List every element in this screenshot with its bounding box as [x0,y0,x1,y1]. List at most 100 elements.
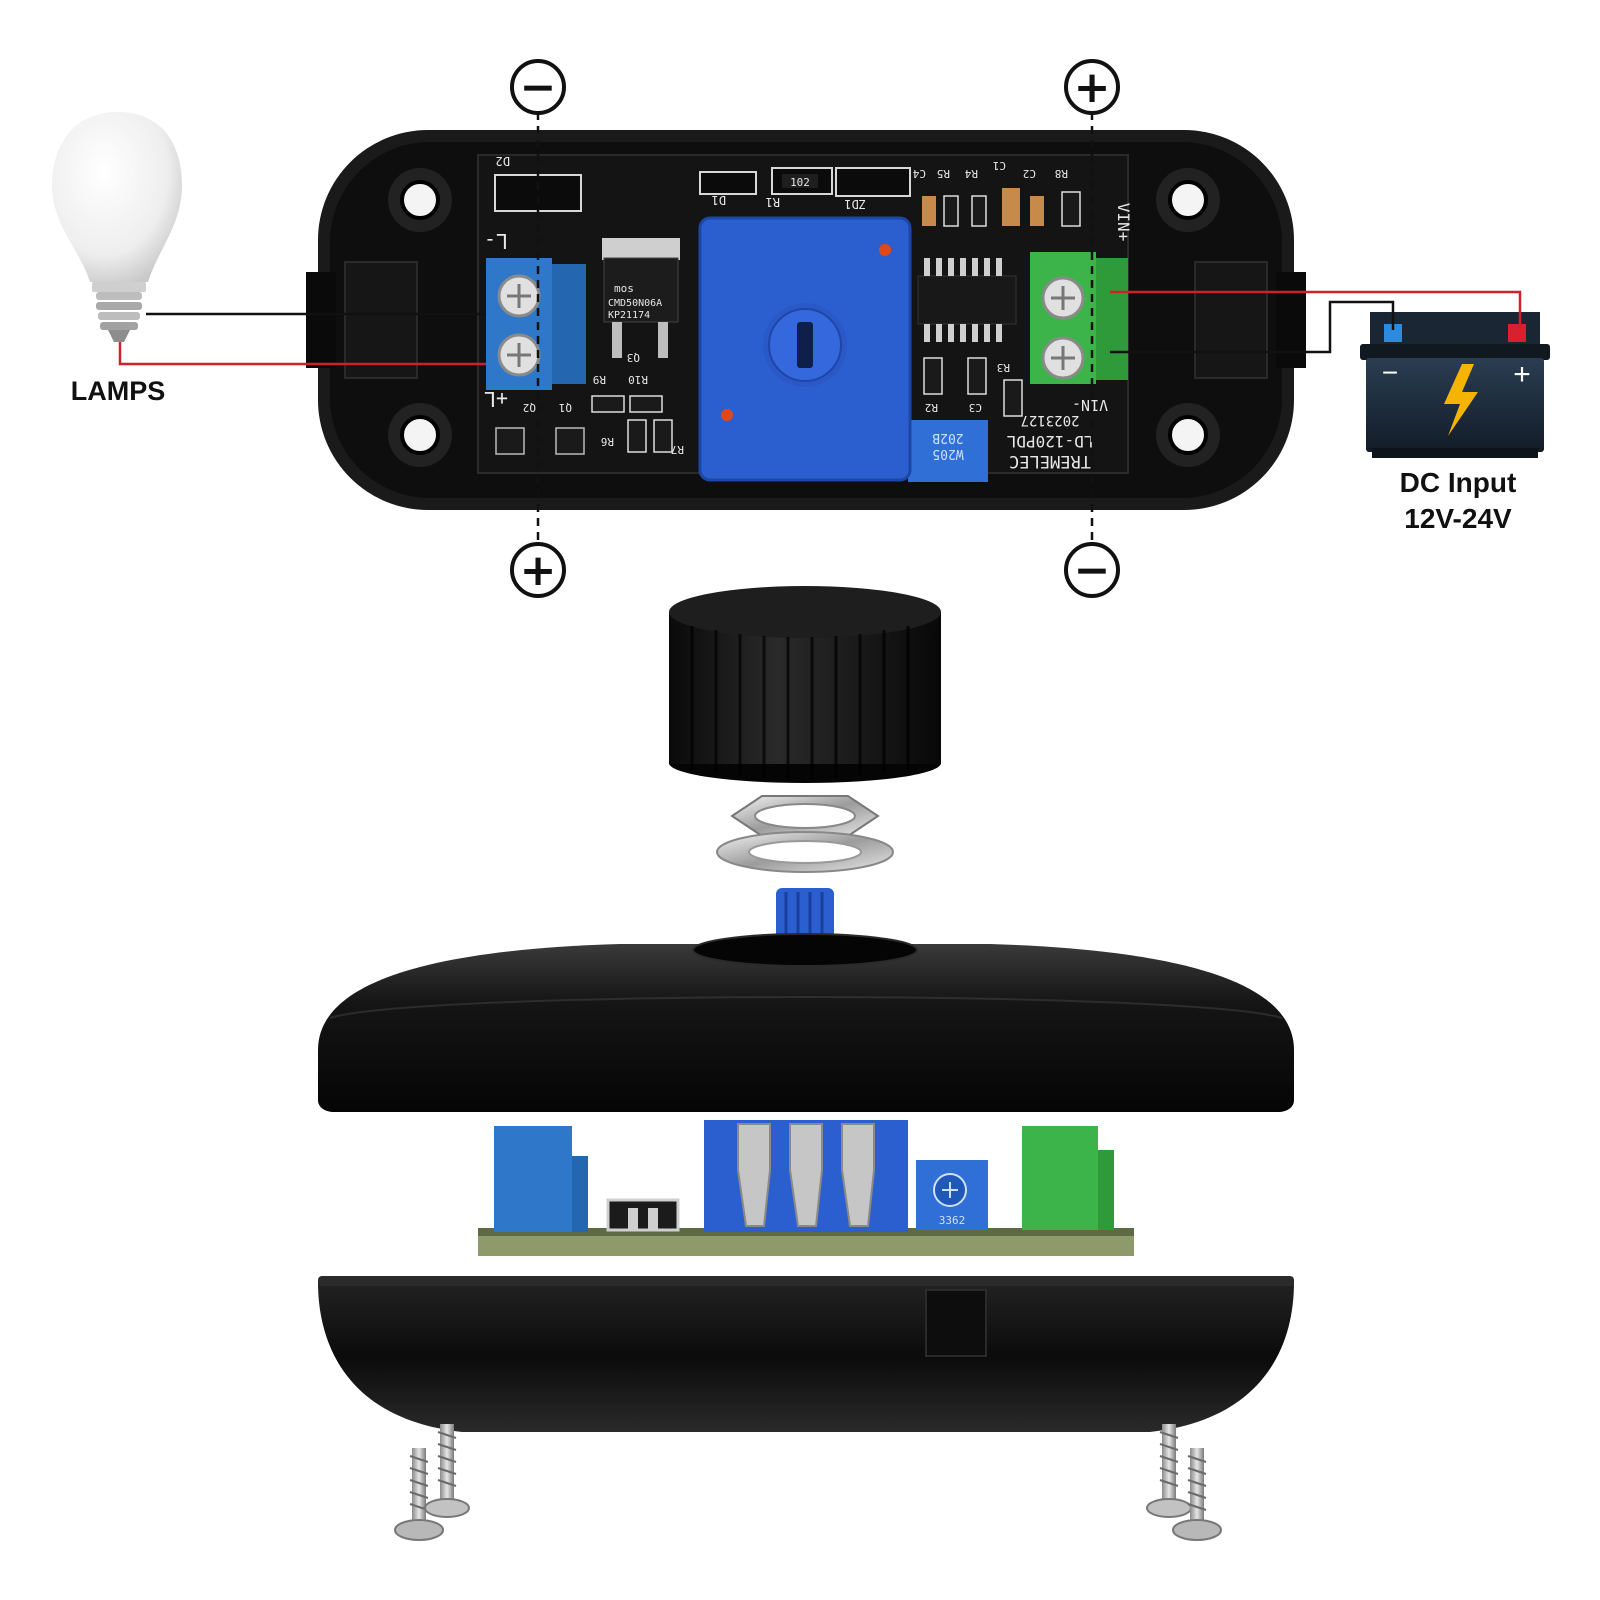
lamp-minus-symbol: − [520,62,557,113]
case-top-cover [318,933,1294,1112]
mosfet-lot: KP21174 [608,310,650,321]
resistor-r9 [591,395,625,413]
washer [716,831,894,873]
vin-minus-silk: VIN- [1072,396,1108,414]
lamp-plus-silk: +L [484,387,508,411]
input-red-wire [1110,290,1522,330]
transistor-q2 [495,427,525,455]
ref-q3: Q3 [627,351,640,364]
battery-positive-post [1508,324,1526,342]
mounting-screw [1172,1448,1222,1541]
capacitor-c4 [922,196,936,226]
lamp-minus-silk: L- [484,229,508,253]
pcb-date-silk: 2023127 [1020,412,1079,428]
mounting-screw [1146,1424,1192,1518]
lamp-bulb-illustration [52,112,182,342]
pcb-brand-silk: TREMELEC [1009,451,1091,471]
wiring [118,290,1522,366]
lamp-terminal-block [486,258,586,390]
ref-c3: C3 [969,401,982,414]
ref-q1: Q1 [559,401,572,414]
resistor-r3 [1003,379,1023,417]
resistor-r6 [627,419,647,453]
trimmer-potentiometer: W205 202B [908,420,988,482]
lamp-minus-marker: − [510,59,566,115]
lamps-label: LAMPS [71,376,166,406]
trimmer-marking-2: 202B [932,430,963,445]
diode-d2 [494,174,582,212]
capacitor-c2 [1030,196,1044,226]
input-terminal-side [1022,1126,1098,1230]
pot-shaft-slot [797,322,813,368]
lamp-terminal-side [494,1126,572,1232]
mounting-screw [424,1424,470,1518]
input-minus-marker: − [1064,542,1120,598]
pcb-side-view: 3362 [478,1120,1134,1256]
mosfet-brand: mos [614,282,634,295]
capacitor-c1 [1002,188,1020,226]
pot-pins [737,1123,875,1227]
ref-r4: R4 [964,167,978,180]
res-102-marking: 102 [790,176,810,189]
mosfet-side [606,1198,680,1232]
dc-input-label: DC Input [1400,467,1517,498]
input-plus-marker: + [1064,59,1120,115]
pot-dot-bottom [721,409,733,421]
input-black-wire [1110,300,1395,354]
input-minus-symbol: − [1074,545,1111,596]
case-screw-hole [388,403,452,467]
battery-plus-sign: + [1513,358,1531,391]
zener-zd1 [835,167,911,197]
ref-d2: D2 [496,154,510,168]
polarity-guides [536,112,1094,540]
lamp-plus-symbol: + [520,545,557,596]
pot-dot-top [879,244,891,256]
ref-r8: R8 [1055,167,1068,180]
resistor-r5 [943,195,959,227]
dc-voltage-label: 12V-24V [1404,503,1512,534]
ref-c2: C2 [1023,167,1036,180]
ref-r7: R7 [671,443,684,456]
potentiometer [698,216,912,482]
resistor-r2 [923,357,943,395]
lamp-red-wire [118,342,486,366]
dimmer-top-view: 102 D2 D1 R1 ZD1 R5 R4 C1 C4 C2 R8 R3 R2… [306,130,1306,510]
trimmer-marking-1: W205 [932,446,963,461]
capacitor-c3 [967,357,987,395]
mosfet-part: CMD50N06A [608,298,662,309]
ref-q2: Q2 [523,401,536,414]
input-terminal-block [1030,252,1128,384]
ref-r1: R1 [766,195,780,209]
ref-r3: R3 [997,361,1010,374]
case-screw-hole [1156,403,1220,467]
battery-negative-post [1384,324,1402,342]
dimmer-knob [669,586,941,783]
battery-illustration: − + [1360,312,1550,458]
ref-c1: C1 [993,159,1006,172]
transistor-q1 [555,427,585,455]
battery-minus-sign: − [1382,357,1398,388]
ref-r5: R5 [937,167,950,180]
case-bottom-shell [318,1276,1294,1432]
ref-r6: R6 [601,435,614,448]
resistor-r10 [629,395,663,413]
diode-d1 [699,171,757,195]
ref-r2: R2 [925,401,938,414]
mosfet-q3: mos CMD50N06A KP21174 [602,238,680,358]
resistor-r8 [1061,191,1081,227]
hex-nut [730,795,880,837]
ref-c4: C4 [912,167,926,180]
ref-r9: R9 [593,373,606,386]
ref-designator-labels: D2 D1 R1 ZD1 R5 R4 C1 C4 C2 R8 R3 R2 C3 … [496,154,1068,456]
mounting-screw [394,1448,444,1541]
lightning-bolt-icon [1444,364,1478,436]
vin-plus-silk: VIN+ [1114,203,1133,242]
trimmer-code-side: 3362 [939,1214,966,1227]
input-plus-symbol: + [1074,62,1111,113]
ref-zd1: ZD1 [844,197,866,211]
resistor-r4 [971,195,987,227]
pcb-model-silk: LD-120PDL [1007,432,1094,451]
bulb-base [96,292,142,342]
ref-r10: R10 [628,373,648,386]
